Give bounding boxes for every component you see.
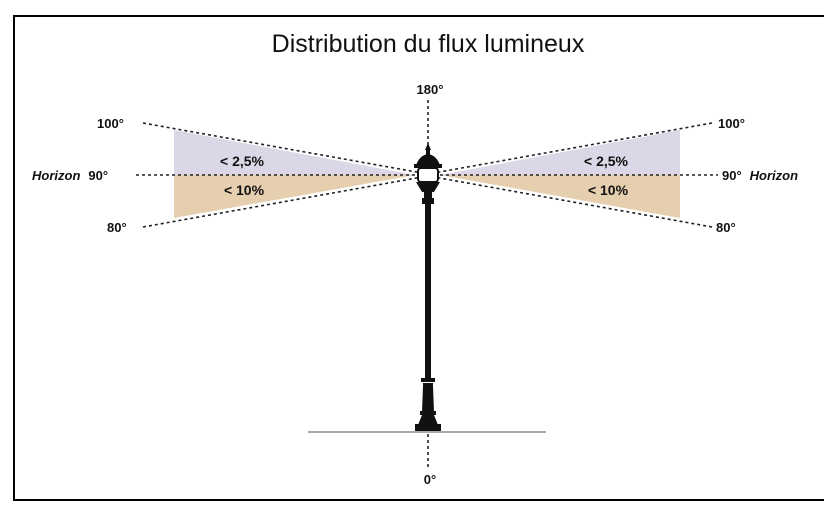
zone-lower-right-label: < 10% <box>588 182 629 198</box>
line-100-right <box>433 122 713 174</box>
street-lamp-icon <box>414 143 442 431</box>
upper-zone-right <box>440 130 680 175</box>
label-180: 180° <box>417 82 444 97</box>
label-100-right: 100° <box>718 116 745 131</box>
label-100-left: 100° <box>97 116 124 131</box>
lower-zone-left <box>174 175 415 218</box>
zone-upper-left-label: < 2,5% <box>220 153 265 169</box>
horizon-angle-right: 90° <box>722 168 742 183</box>
horizon-label-left: Horizon 90° <box>32 167 108 184</box>
zone-upper-right-label: < 2,5% <box>584 153 629 169</box>
horizon-word-right: Horizon <box>750 168 798 183</box>
label-0: 0° <box>424 472 436 487</box>
diagram-frame <box>13 15 824 501</box>
upper-zone-left <box>174 130 415 175</box>
lower-zone-right <box>440 175 680 218</box>
line-80-left <box>142 176 423 228</box>
label-80-left: 80° <box>107 220 127 235</box>
line-80-right <box>433 176 713 228</box>
diagram-title: Distribution du flux lumineux <box>272 30 585 58</box>
zone-lower-left-label: < 10% <box>224 182 265 198</box>
label-80-right: 80° <box>716 220 736 235</box>
line-100-left <box>142 122 423 174</box>
horizon-word-left: Horizon <box>32 168 80 183</box>
horizon-label-right: 90° Horizon <box>722 167 798 184</box>
horizon-angle-left: 90° <box>88 168 108 183</box>
